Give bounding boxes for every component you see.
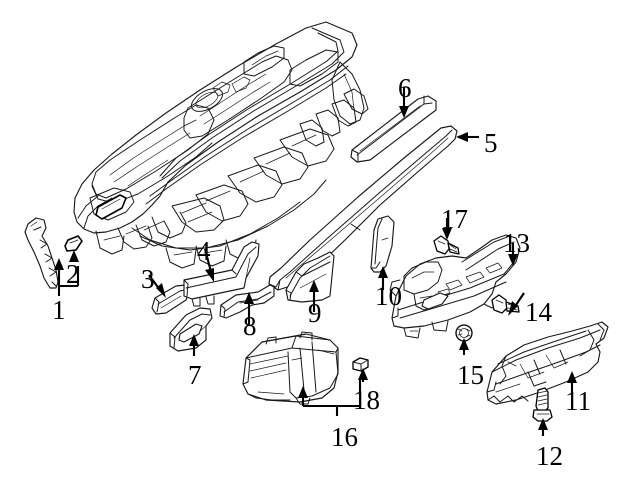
part-15-grommet-nut [455, 324, 473, 342]
callout-label-12: 12 [536, 441, 563, 471]
part-6-decor-strip [350, 95, 437, 163]
callout-label-13: 13 [503, 228, 530, 258]
callout-label-8: 8 [243, 311, 257, 341]
part-16-glove-box-housing [242, 331, 339, 405]
callout-label-2: 2 [66, 259, 80, 289]
callout-label-7: 7 [188, 360, 202, 390]
callout-label-3: 3 [141, 264, 155, 294]
callout-label-18: 18 [353, 385, 380, 415]
instrument-panel-main-body [73, 21, 369, 269]
part-2-retainer-clip [64, 235, 83, 252]
callout-label-16: 16 [331, 422, 358, 452]
part-11-glove-box-door-panel [486, 321, 609, 405]
callout-label-6: 6 [398, 73, 412, 103]
part-12-flange-bolt [532, 387, 553, 422]
callout-label-17: 17 [441, 204, 468, 234]
part-18-hex-clip [352, 357, 369, 372]
part-3-lower-trim-cover [151, 284, 191, 315]
callout-label-14: 14 [525, 297, 552, 327]
part-4-defroster-grille-trim [183, 241, 260, 307]
callout-label-11: 11 [565, 386, 591, 416]
part-9-air-duct [285, 251, 335, 303]
part-10-side-defroster-nozzle [370, 215, 395, 273]
part-1-a-pillar-trim [24, 217, 59, 289]
part-17-tapping-screw [433, 235, 460, 255]
part-7-side-end-cap [169, 307, 213, 352]
callout-leaders [54, 87, 577, 436]
callout-label-9: 9 [308, 298, 322, 328]
callout-label-1: 1 [52, 295, 66, 325]
callout-label-15: 15 [457, 360, 484, 390]
callout-label-5: 5 [484, 128, 498, 158]
callout-label-4: 4 [197, 236, 211, 266]
callout-label-10: 10 [375, 281, 402, 311]
part-5-upper-trim-molding [268, 125, 458, 291]
